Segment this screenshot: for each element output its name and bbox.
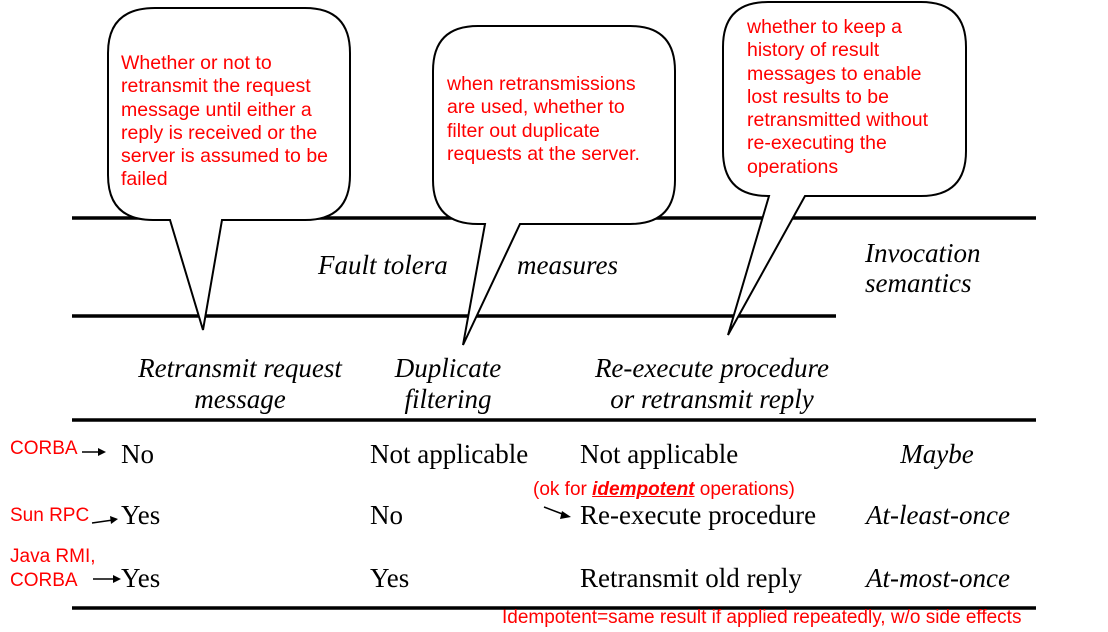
row2-semantics: At-least-once	[866, 500, 1010, 530]
group-header-right: measures	[517, 250, 618, 280]
row2-retransmit: Yes	[121, 500, 161, 530]
row3-retransmit: Yes	[121, 563, 161, 593]
arrow-idempotent-note-head	[560, 511, 571, 519]
idempotent-note-suffix: operations)	[694, 479, 795, 500]
annotation-corba-row1: CORBA	[10, 438, 78, 459]
col-header-filtering-line1: Duplicate	[394, 353, 502, 383]
row2-reexecute: Re-execute procedure	[580, 500, 817, 530]
callout-bubble-filtering	[432, 25, 676, 346]
col-header-reexecute-line2: or retransmit reply	[610, 384, 814, 414]
callout-text-history: whether to keep a history of result mess…	[747, 16, 928, 178]
footer-definition: Idempotent=same result if applied repeat…	[502, 607, 1022, 628]
annotation-javarmi-row3-line2: CORBA	[10, 570, 78, 591]
annotation-sunrpc-row2: Sun RPC	[10, 505, 90, 526]
group-header-left: Fault tolera	[318, 250, 448, 280]
idempotent-note-word: idempotent	[592, 479, 695, 500]
row3-semantics: At-most-once	[866, 563, 1010, 593]
arrow-corba-row1-head	[98, 448, 106, 456]
col-header-retransmit-line1: Retransmit request	[138, 353, 342, 383]
arrow-sunrpc-row2	[91, 519, 114, 524]
callout-bubble-retransmit	[107, 7, 351, 331]
callout-text-retransmit: Whether or not to retransmit the request…	[121, 52, 329, 191]
arrow-sunrpc-row2-head	[110, 516, 118, 524]
semantics-header-line2: semantics	[865, 268, 972, 298]
row1-semantics: Maybe	[900, 439, 974, 469]
arrow-javarmi-row3-head	[113, 575, 121, 583]
callout-text-filtering: when retransmissions are used, whether t…	[447, 73, 640, 165]
col-header-retransmit-line2: message	[194, 384, 286, 414]
row3-reexecute: Retransmit old reply	[580, 563, 802, 593]
semantics-header-line1: Invocation	[865, 238, 981, 268]
annotation-javarmi-row3-line1: Java RMI,	[10, 546, 96, 567]
col-header-reexecute-line1: Re-execute procedure	[594, 353, 830, 383]
row3-filtering: Yes	[370, 563, 410, 593]
annotation-idempotent-note: (ok for idempotent operations)	[533, 478, 795, 502]
callout-bubble-history	[722, 1, 967, 336]
row2-filtering: No	[370, 500, 403, 530]
row1-retransmit: No	[121, 439, 154, 469]
col-header-filtering-line2: filtering	[404, 384, 492, 414]
row1-reexecute: Not applicable	[580, 439, 739, 469]
row1-filtering: Not applicable	[370, 439, 529, 469]
idempotent-note-prefix: (ok for	[533, 479, 593, 500]
